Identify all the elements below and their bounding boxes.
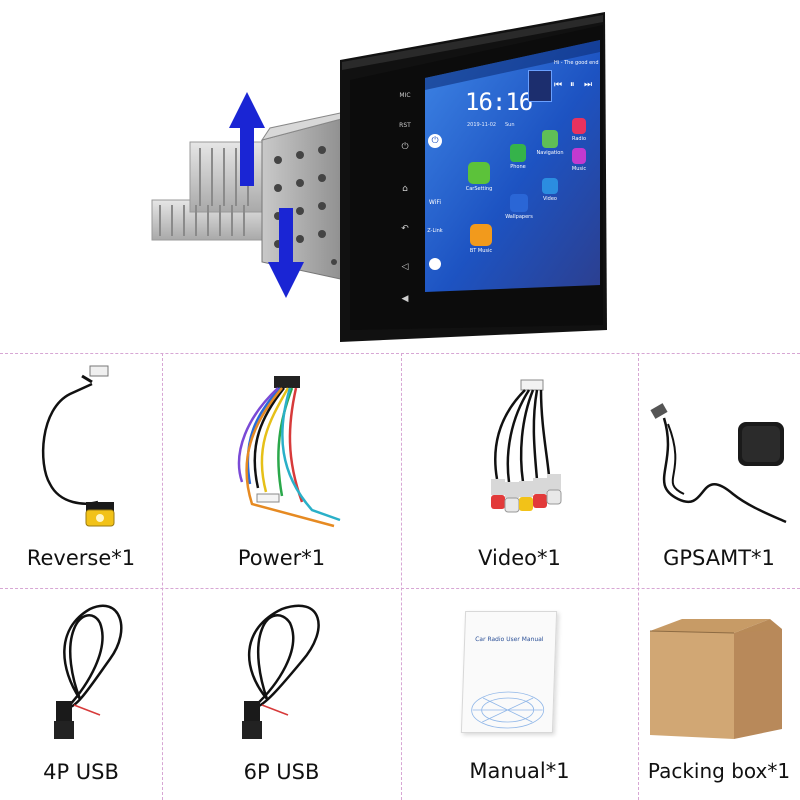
song-title: Hi - The good end (554, 60, 599, 66)
head-unit-photo: MIC RST ⏻ ⌂ ↶ ◁ ◀ ⏻ WiFi Z-Link 16:16 20… (0, 0, 800, 350)
wallpapers-icon[interactable] (510, 194, 528, 212)
power-label: Power*1 (237, 546, 326, 570)
zlink-label: Z-Link (427, 228, 443, 234)
screen-dock: ⏻ WiFi Z-Link (424, 96, 446, 286)
usb6p-cell: 6P USB (162, 589, 401, 800)
home-icon[interactable]: ⌂ (402, 184, 408, 194)
packing-box-cell: Packing box*1 (638, 589, 800, 800)
divider-middle (0, 588, 800, 589)
app-label-navigation: Navigation (536, 150, 564, 156)
rst-label: RST (399, 122, 411, 129)
volume-up-icon[interactable]: ◀ (401, 294, 409, 304)
usb4p-image (54, 604, 123, 739)
divider-top (0, 353, 800, 354)
manual-cover-graphic (471, 691, 545, 729)
bt-music-icon[interactable] (470, 224, 492, 246)
mounting-cage (260, 111, 346, 281)
manual-label: Manual*1 (469, 759, 570, 783)
reverse-cable-image (41, 365, 115, 527)
power-cable-image (237, 376, 341, 528)
usb4p-cell: 4P USB (0, 589, 162, 800)
app-label-wallpapers: Wallpapers (505, 214, 533, 220)
reverse-label: Reverse*1 (26, 546, 136, 570)
manual-cover-title: Car Radio User Manual (475, 636, 544, 643)
settings-app-icon[interactable] (429, 258, 441, 270)
side-button-panel: MIC RST ⏻ ⌂ ↶ ◁ ◀ (390, 92, 420, 312)
app-label-carsetting: CarSetting (465, 186, 493, 192)
app-label-btmusic: BT Music (469, 248, 493, 254)
video-cable-cell: Video*1 (401, 354, 638, 588)
music-widget[interactable]: Hi - The good end ⏮ ⏸ ⏭ (528, 60, 599, 118)
car-setting-icon[interactable] (468, 162, 490, 184)
usb6p-image (242, 604, 320, 739)
clock-date: 2019-11-02 (467, 122, 497, 128)
gps-antenna-image (650, 403, 787, 524)
manual-booklet: Car Radio User Manual (460, 611, 558, 733)
screen-display (425, 40, 600, 292)
app-label-phone: Phone (510, 164, 526, 170)
packing-box-label: Packing box*1 (647, 759, 791, 783)
app-grid: CarSetting Phone Navigation Radio Wallpa… (462, 118, 602, 288)
app-label-music: Music (571, 166, 587, 172)
navigation-icon[interactable] (542, 130, 558, 148)
power-icon[interactable]: ⏻ (401, 142, 409, 152)
back-icon[interactable]: ↶ (401, 224, 409, 234)
power-app-icon[interactable]: ⏻ (428, 134, 442, 148)
reverse-cable-cell: Reverse*1 (0, 354, 162, 588)
gps-label: GPSAMT*1 (663, 546, 775, 570)
clock-time: 16:16 (465, 88, 533, 116)
video-label: Video*1 (478, 546, 561, 570)
wifi-label: WiFi (428, 199, 442, 206)
mic-label: MIC (399, 92, 411, 99)
pause-icon[interactable]: ⏸ (570, 80, 575, 90)
app-label-video: Video (542, 196, 557, 202)
video-cable-image (491, 379, 562, 513)
phone-icon[interactable] (510, 144, 526, 162)
clock-day: Sun (505, 122, 515, 128)
usb4p-label: 4P USB (43, 760, 119, 784)
prev-icon[interactable]: ⏮ (554, 80, 563, 90)
packing-box-image (649, 619, 782, 739)
album-art (528, 70, 552, 102)
manual-cell: Car Radio User Manual Manual*1 (401, 589, 638, 800)
app-label-radio: Radio (571, 136, 587, 142)
divider-v2 (401, 353, 402, 800)
music-icon[interactable] (572, 148, 586, 164)
next-icon[interactable]: ⏭ (584, 80, 593, 90)
power-cable-cell: Power*1 (162, 354, 401, 588)
divider-v3 (638, 353, 639, 800)
usb6p-label: 6P USB (243, 760, 320, 784)
divider-v1 (162, 353, 163, 800)
video-icon[interactable] (542, 178, 558, 194)
radio-icon[interactable] (572, 118, 586, 134)
adjust-arrows (229, 92, 304, 298)
gps-antenna-cell: GPSAMT*1 (638, 354, 800, 588)
volume-down-icon[interactable]: ◁ (401, 262, 409, 272)
